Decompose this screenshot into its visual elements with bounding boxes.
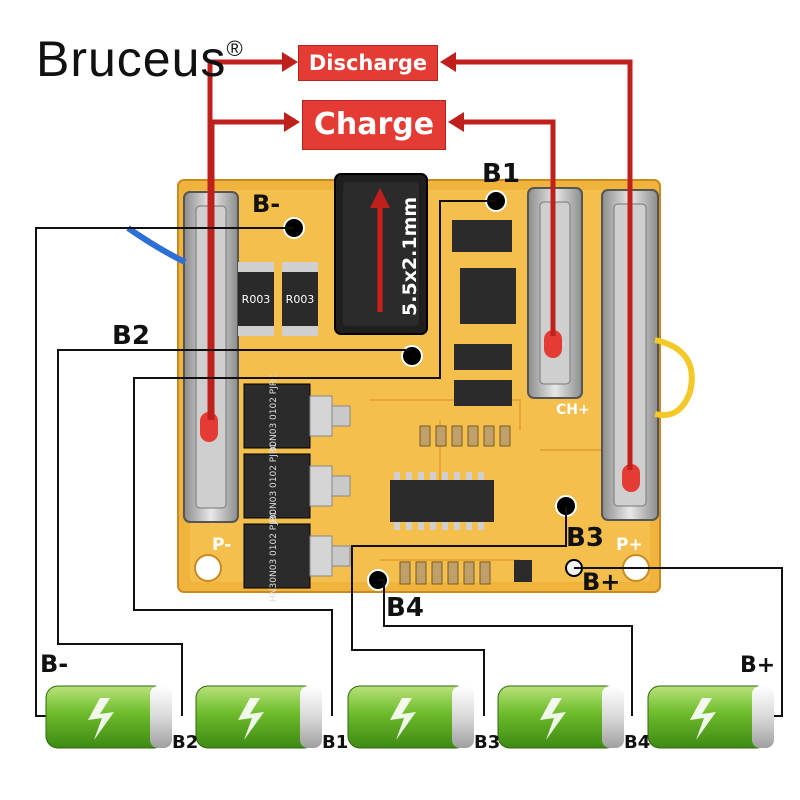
resistor-2-label: R003 (286, 293, 315, 306)
capacitor-row (399, 425, 511, 585)
cell-b1-label: B1 (322, 732, 348, 753)
resistor-1-label: R003 (242, 293, 271, 306)
battery-cell-4 (497, 685, 624, 749)
wiring (35, 200, 783, 717)
cell-b4-label: B4 (624, 732, 650, 753)
cell-bminus-label: B- (40, 650, 68, 678)
ic-main (390, 472, 494, 530)
cell-b3-label: B3 (474, 732, 500, 753)
red-arrowheads (282, 52, 464, 132)
mosfet-2-label: HN30N03 0102 PJRC (269, 442, 279, 534)
pad-chplus-label: CH+ (556, 402, 590, 418)
dc-jack (334, 173, 428, 335)
battery-cell-5 (647, 685, 774, 749)
mosfet-3: HN30N03 0102 PJRC (243, 510, 351, 602)
pad-pminus-label: P- (212, 535, 231, 555)
cell-bplus-label: B+ (740, 653, 775, 678)
battery-cell-3 (347, 685, 474, 749)
transistor-small (514, 560, 532, 582)
dc-jack-label: 5.5x2.1mm (399, 197, 421, 316)
mosfet-2: HN30N03 0102 PJRC (243, 442, 351, 534)
resistor-2: R003 (282, 262, 318, 336)
pcb-bplus-label: B+ (582, 568, 620, 596)
mosfet-3-label: HN30N03 0102 PJRC (269, 510, 279, 602)
cell-b2-label: B2 (172, 732, 198, 753)
pcb-b4-label: B4 (386, 593, 424, 623)
yellow-wire (654, 337, 695, 418)
resistor-1: R003 (238, 262, 274, 336)
battery-pack (45, 685, 774, 749)
battery-cell-1 (45, 685, 172, 749)
battery-cell-2 (195, 685, 322, 749)
mount-hole-left (194, 554, 222, 582)
charge-path (209, 119, 556, 420)
pcb-b3-label: B3 (566, 523, 604, 553)
mosfet-1: HN30N03 0102 PJRC (243, 374, 351, 466)
ic-small-top (452, 220, 516, 406)
pad-pplus-label: P+ (616, 535, 643, 555)
blue-wire (126, 225, 187, 265)
pcb-b2-label: B2 (112, 321, 150, 351)
brand-name: Bruceus (36, 31, 227, 87)
pcb-bminus-label: B- (252, 190, 280, 218)
discharge-tag: Discharge (298, 45, 438, 81)
registered-mark: ® (226, 36, 244, 61)
pcb-b1-label: B1 (482, 159, 520, 189)
mosfet-1-label: HN30N03 0102 PJRC (269, 374, 279, 466)
charge-tag: Charge (302, 100, 446, 150)
brand-logo: Bruceus® (36, 30, 244, 88)
